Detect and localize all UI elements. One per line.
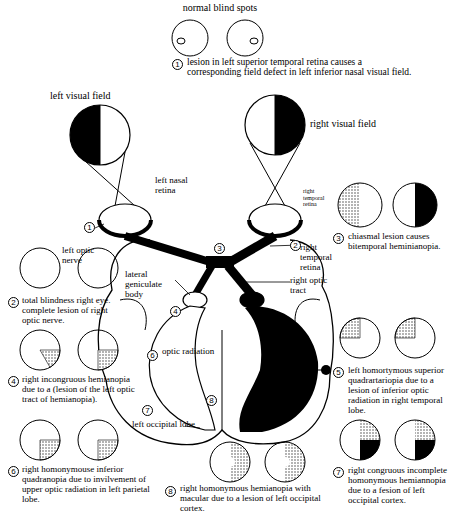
callout-number: 2 (8, 297, 19, 308)
field-defect (275, 95, 305, 155)
text-label: right congruous incomplete homonymous he… (348, 466, 448, 506)
callout-number: 4 (8, 376, 19, 387)
callout-number: 5 (333, 367, 344, 378)
optic-tract (228, 266, 252, 295)
callout-number: 7 (333, 467, 344, 478)
text-label: right temporal retina (303, 188, 335, 208)
brain-outline (98, 240, 333, 445)
field-circle (20, 420, 60, 460)
optic-nerve (125, 236, 210, 262)
callout-number: 7 (142, 405, 153, 416)
text-label: chiasmal lesion causes bitemporal hemini… (348, 232, 445, 252)
field-defect (40, 350, 60, 367)
leader-line (95, 224, 104, 228)
field-circle (338, 183, 382, 227)
optic-radiation (239, 306, 318, 432)
text-label: right homonymous hemianopia with macular… (180, 484, 330, 514)
field-divider (100, 105, 101, 165)
field-defect (360, 420, 380, 460)
lateral-geniculate (183, 292, 207, 308)
field-circle (172, 20, 208, 56)
text-label: total blindness right eye. complete lesi… (22, 296, 117, 326)
field-circle (340, 420, 380, 460)
text-label: lesion in left superior temporal retina … (187, 57, 417, 78)
field-circle (395, 318, 435, 358)
optic-tract (195, 266, 212, 295)
right-eye (249, 204, 301, 236)
field-defect (415, 420, 435, 460)
field-circle (227, 20, 263, 56)
field-defect (338, 183, 360, 227)
callout-number: 2 (290, 240, 301, 251)
blind-spot (250, 38, 258, 44)
text-label: lateral geniculate body (125, 270, 177, 300)
field-divider (275, 95, 276, 155)
field-circle (393, 183, 437, 227)
macular-sparing (225, 457, 235, 467)
left-eye (99, 204, 151, 236)
callout-number: 4 (170, 306, 181, 317)
callout-number: 8 (165, 486, 176, 497)
field-circle (20, 330, 60, 370)
text-label: right optic tract (290, 276, 345, 296)
leader-line (318, 370, 326, 371)
callout-number: 6 (8, 466, 19, 477)
callout-number: 3 (214, 243, 225, 254)
text-label: normal blind spots (160, 2, 280, 13)
field-circle (340, 318, 380, 358)
optic-radiation (149, 306, 215, 430)
leader-line (175, 280, 190, 295)
field-defect (415, 183, 437, 227)
callout-number: 1 (84, 222, 95, 233)
callout-number: 1 (172, 59, 183, 70)
text-label: right homonymouse inferior quadranopia d… (22, 465, 162, 505)
field-circle (265, 442, 305, 482)
light-ray (250, 143, 300, 206)
text-label: left visual field (50, 90, 150, 101)
retina (99, 220, 151, 236)
field-circle (210, 442, 250, 482)
optic-nerve (230, 236, 275, 262)
text-label: left optic nerve (62, 246, 110, 266)
text-label: left nasal retina (155, 176, 195, 196)
field-circle (245, 95, 305, 155)
field-circle (78, 420, 118, 460)
leader-line (245, 282, 290, 283)
blind-spot (177, 38, 185, 44)
light-ray (75, 152, 135, 206)
text-label: optic radiation (162, 347, 234, 357)
text-label: right incongruous hemianopia due to a (l… (22, 375, 142, 405)
text-label: left occipital lobe (132, 420, 222, 430)
field-circle (78, 330, 118, 370)
lateral-geniculate (240, 292, 264, 308)
text-label: left homortymous superior quadrartariopi… (348, 366, 445, 415)
macular-sparing (280, 457, 290, 467)
callout-number: 3 (333, 233, 344, 244)
callout-number: 8 (206, 395, 217, 406)
field-circle (20, 248, 60, 288)
text-label: right temporal retina (300, 243, 345, 273)
field-defect (70, 105, 100, 165)
retina (249, 220, 301, 236)
field-circle (395, 420, 435, 460)
text-label: right visual field (310, 118, 398, 129)
callout-number: 6 (147, 350, 158, 361)
